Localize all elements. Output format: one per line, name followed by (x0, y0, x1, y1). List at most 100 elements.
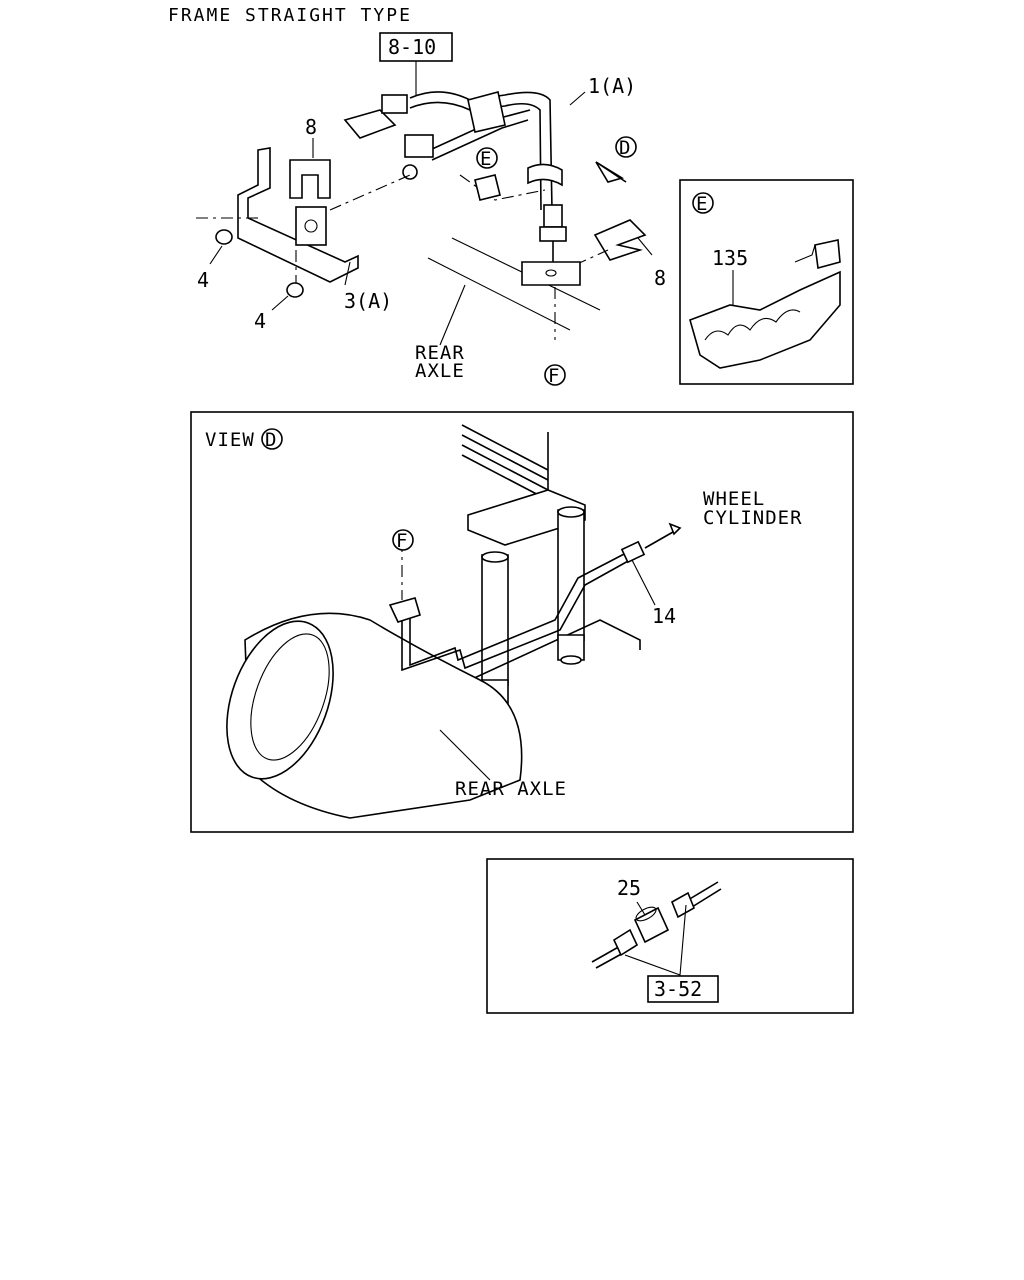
clamp-tab-edge (794, 244, 816, 263)
bracket-hole (304, 219, 318, 233)
u-bolt-left (481, 554, 509, 686)
view-d-circle (261, 428, 283, 450)
pipe-mount-f (388, 597, 421, 623)
brake-pipe-clamp (689, 270, 841, 369)
rear-axle-view-label: REAR AXLE (455, 778, 567, 800)
union-body-top (635, 906, 657, 922)
detail-e-circle (692, 192, 714, 214)
circle-ref-f-view-label: F (396, 530, 408, 552)
ref-box-3-52 (647, 975, 719, 1003)
leader-rear-axle-view (439, 729, 491, 781)
ref-8-10-label: 8-10 (388, 35, 436, 59)
callout-pipe-view: 14 (652, 604, 676, 628)
leader-4-lower (271, 295, 289, 311)
pipe-clamp-upper (467, 91, 506, 133)
u-bolt-nut-right-base (560, 655, 582, 665)
hose-nut (539, 226, 567, 242)
pipe-joint (474, 174, 501, 201)
hose-fitting (543, 204, 563, 228)
lock-clip-upper (289, 159, 331, 199)
top-assembly: 8-10 (196, 32, 666, 387)
union-body (633, 906, 670, 944)
wheel-cylinder-label-2: CYLINDER (703, 507, 803, 529)
axle-hub-inner (250, 633, 330, 761)
rear-axle-label-2: AXLE (415, 360, 465, 382)
leader-8-right (637, 237, 653, 256)
brake-pipe-upper-inner (409, 101, 542, 211)
frame-rail-3 (461, 444, 549, 491)
clamp-grooves (704, 309, 801, 341)
brake-pipe-hidden (459, 174, 546, 201)
axle-hub (226, 620, 334, 780)
junction-fitting-2 (404, 134, 434, 158)
callout-union: 25 (617, 876, 641, 900)
rear-axle-lower-edge (427, 257, 571, 331)
pipe-clamp-e (527, 163, 563, 187)
leader-1a (569, 91, 586, 106)
axle-mount-hole (545, 269, 557, 277)
callout-clip-right: 8 (654, 266, 666, 290)
circle-ref-e-label: E (480, 148, 492, 170)
u-bolt-right (557, 509, 585, 641)
circle-ref-d-label: D (619, 137, 631, 159)
union-pipe-right-inner (691, 888, 722, 908)
frame-rail-2 (461, 434, 549, 481)
callout-nut-lower: 4 (254, 309, 266, 333)
view-d-arrow-shaft (595, 161, 627, 183)
callout-pipe: 1(A) (588, 74, 636, 98)
callout-clamp: 135 (712, 246, 748, 270)
flare-nut-right (670, 891, 696, 919)
detail-e-panel: E 135 (679, 179, 854, 385)
callout-nut-upper: 4 (197, 268, 209, 292)
lock-clip-right (593, 219, 647, 261)
nut-lower (286, 282, 304, 298)
callout-bracket: 3(A) (344, 289, 392, 313)
view-d-frame (190, 411, 854, 833)
brake-pipe-route-inner (409, 551, 629, 667)
brake-pipe-route (401, 559, 631, 672)
ref-3-52-label: 3-52 (654, 977, 702, 1001)
circle-ref-f (544, 364, 566, 386)
frame-rail-4 (461, 454, 549, 501)
u-bolt-nut-right (557, 634, 585, 661)
lower-plate (469, 619, 641, 681)
detail-e-label: E (696, 193, 708, 215)
callout-clip-upper: 8 (305, 115, 317, 139)
rear-axle-label-1: REAR (415, 342, 465, 364)
view-d-circle-label: D (265, 429, 277, 451)
u-bolt-left-top (481, 551, 509, 563)
union-detail-panel: 25 3-52 (486, 858, 854, 1014)
bracket-plate (295, 206, 327, 246)
clamp-tab (814, 239, 841, 270)
wheel-cylinder-fitting (620, 540, 646, 564)
view-d-title: VIEW (205, 429, 255, 451)
circle-ref-d (615, 136, 637, 158)
frame-bracket (237, 147, 359, 283)
junction-fitting-1 (381, 94, 408, 114)
leader-4-upper (209, 245, 223, 265)
union-detail-frame (486, 858, 854, 1014)
u-bolt-right-top (557, 506, 585, 518)
wheel-cylinder-arrow-head (668, 522, 682, 536)
spring-seat-top (467, 489, 586, 546)
circle-ref-e (476, 147, 498, 169)
leader-rear-axle (439, 284, 466, 346)
frame-rail-1 (461, 424, 549, 471)
leader-3a (344, 261, 351, 286)
circle-ref-f-view (392, 529, 414, 551)
leader-3-52 (624, 904, 687, 976)
leader-union (636, 901, 646, 916)
wheel-cylinder-label-1: WHEEL (703, 488, 765, 510)
brake-pipe-lower-inner (431, 119, 529, 161)
circle-ref-f-label: F (548, 365, 560, 387)
assembly-line-bolt (329, 174, 411, 211)
axle-mount-plate (521, 261, 581, 286)
flare-nut-left (612, 928, 639, 957)
leader-14 (631, 559, 656, 606)
diagram-title: FRAME STRAIGHT TYPE (168, 5, 412, 26)
junction-block (343, 109, 397, 139)
pipe-flare-nut (402, 164, 418, 180)
nut-upper (215, 229, 233, 245)
detail-e-frame (679, 179, 854, 385)
